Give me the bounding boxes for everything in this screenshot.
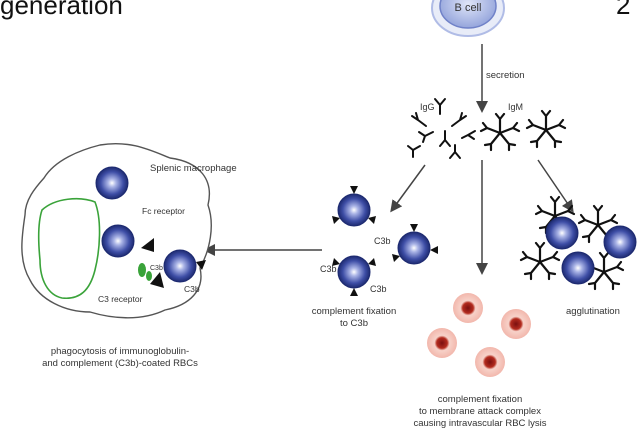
igg-antibodies <box>407 98 476 159</box>
mac-caption-2: to membrane attack complex <box>419 406 541 417</box>
complement-c3b-caption-1: complement fixation <box>312 306 396 317</box>
agglutination-cluster <box>519 195 637 291</box>
phagocytosis-caption-2: and complement (C3b)-coated RBCs <box>42 358 198 369</box>
mac-caption-3: causing intravascular RBC lysis <box>413 418 546 429</box>
c3b-macrophage-label: C3b <box>184 284 200 294</box>
b-cell: B cell <box>431 0 505 37</box>
c3-receptor-label: C3 receptor <box>98 294 143 304</box>
igg-label: IgG <box>420 102 435 112</box>
arrow-to-c3b <box>390 164 426 213</box>
agglutination-label: agglutination <box>566 306 620 317</box>
splenic-macrophage-label: Splenic macrophage <box>150 163 237 174</box>
mac-caption-1: complement fixation <box>438 394 522 405</box>
c3b-label-bottom: C3b <box>370 284 387 294</box>
lysed-rbcs <box>427 293 531 377</box>
c3b-mini-label: C3b <box>150 265 163 272</box>
header-title: generation <box>0 0 123 20</box>
phagocytosis-caption-1: phagocytosis of immunoglobulin- <box>51 346 189 357</box>
c3b-label-top: C3b <box>374 236 391 246</box>
fc-receptor-label: Fc receptor <box>142 206 185 216</box>
arrow-to-agglutination <box>537 159 574 213</box>
c3b-coated-rbcs <box>332 186 438 296</box>
secretion-label: secretion <box>486 70 525 81</box>
splenic-macrophage <box>21 143 212 319</box>
b-cell-label: B cell <box>455 2 482 14</box>
c3b-label-left: C3b <box>320 264 337 274</box>
igm-label: IgM <box>508 102 523 112</box>
page-number: 2 <box>616 0 630 20</box>
igm-antibodies <box>479 109 567 152</box>
complement-c3b-caption-2: to C3b <box>340 318 368 329</box>
